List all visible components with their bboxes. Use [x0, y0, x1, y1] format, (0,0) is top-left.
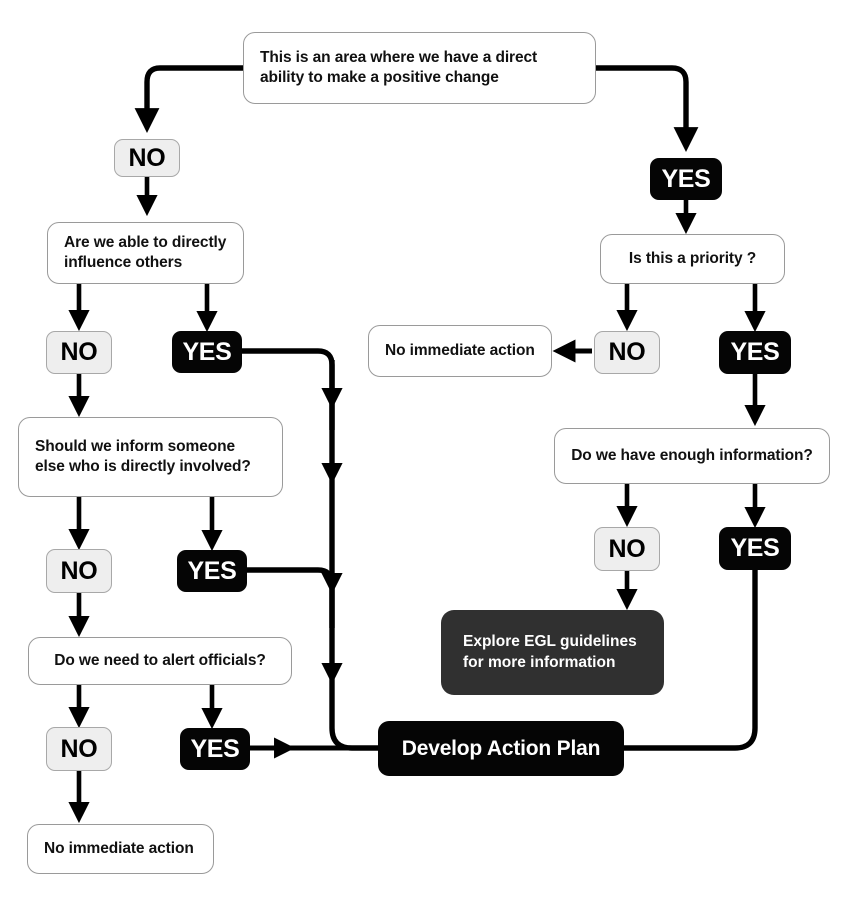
node-no-4-label: NO — [60, 556, 98, 585]
node-egl-guidelines[interactable]: Explore EGL guidelines for more informat… — [441, 610, 664, 695]
node-no-4[interactable]: NO — [46, 549, 112, 593]
node-no-immediate-action-left-label: No immediate action — [44, 839, 194, 857]
node-no-6[interactable]: NO — [46, 727, 112, 771]
node-develop-action-plan[interactable]: Develop Action Plan — [378, 721, 624, 776]
node-yes-5-label: YES — [730, 534, 780, 562]
node-yes-3[interactable]: YES — [719, 331, 791, 374]
node-start-question[interactable]: This is an area where we have a direct a… — [243, 32, 596, 104]
node-priority-question[interactable]: Is this a priority ? — [600, 234, 785, 284]
node-yes-1[interactable]: YES — [650, 158, 722, 200]
node-inform-question[interactable]: Should we inform someone else who is dir… — [18, 417, 283, 497]
node-no-immediate-action-right[interactable]: No immediate action — [368, 325, 552, 377]
edge-yes4-to-trunk — [245, 567, 335, 628]
node-no-2-label: NO — [60, 338, 98, 366]
node-no-3[interactable]: NO — [594, 331, 660, 374]
node-no-1[interactable]: NO — [114, 139, 180, 177]
node-inform-question-label: Should we inform someone else who is dir… — [35, 437, 251, 475]
node-influence-question-label: Are we able to directly influence others — [64, 233, 227, 271]
node-priority-question-label: Is this a priority ? — [628, 249, 757, 267]
edge-yes5-to-action — [624, 570, 758, 751]
node-information-question-label: Do we have enough information? — [571, 446, 813, 464]
node-egl-guidelines-label: Explore EGL guidelines for more informat… — [463, 633, 637, 671]
node-no-immediate-action-right-label: No immediate action — [385, 341, 535, 359]
node-no-2[interactable]: NO — [46, 331, 112, 374]
node-information-question[interactable]: Do we have enough information? — [554, 428, 830, 484]
node-no-5[interactable]: NO — [594, 527, 660, 571]
node-officials-question-label: Do we need to alert officials? — [54, 651, 266, 669]
node-no-6-label: NO — [60, 734, 98, 763]
node-start-question-label: This is an area where we have a direct a… — [260, 48, 538, 86]
edge-start-to-yes1 — [596, 65, 699, 152]
node-no-immediate-action-left[interactable]: No immediate action — [27, 824, 214, 874]
node-yes-2-label: YES — [182, 337, 232, 366]
node-officials-question[interactable]: Do we need to alert officials? — [28, 637, 292, 685]
node-yes-4[interactable]: YES — [177, 550, 247, 592]
node-influence-question[interactable]: Are we able to directly influence others — [47, 222, 244, 284]
node-yes-5[interactable]: YES — [719, 527, 791, 570]
node-yes-4-label: YES — [187, 556, 237, 585]
node-yes-1-label: YES — [661, 164, 711, 193]
node-yes-6[interactable]: YES — [180, 728, 250, 770]
edge-start-to-no1 — [134, 65, 243, 133]
node-no-1-label: NO — [128, 143, 166, 172]
edge-trunk-main — [329, 360, 378, 751]
node-yes-2[interactable]: YES — [172, 331, 242, 373]
node-yes-6-label: YES — [190, 734, 240, 763]
node-develop-action-plan-label: Develop Action Plan — [401, 736, 601, 760]
node-no-3-label: NO — [608, 338, 646, 366]
node-no-5-label: NO — [608, 534, 646, 563]
node-yes-3-label: YES — [730, 338, 780, 366]
